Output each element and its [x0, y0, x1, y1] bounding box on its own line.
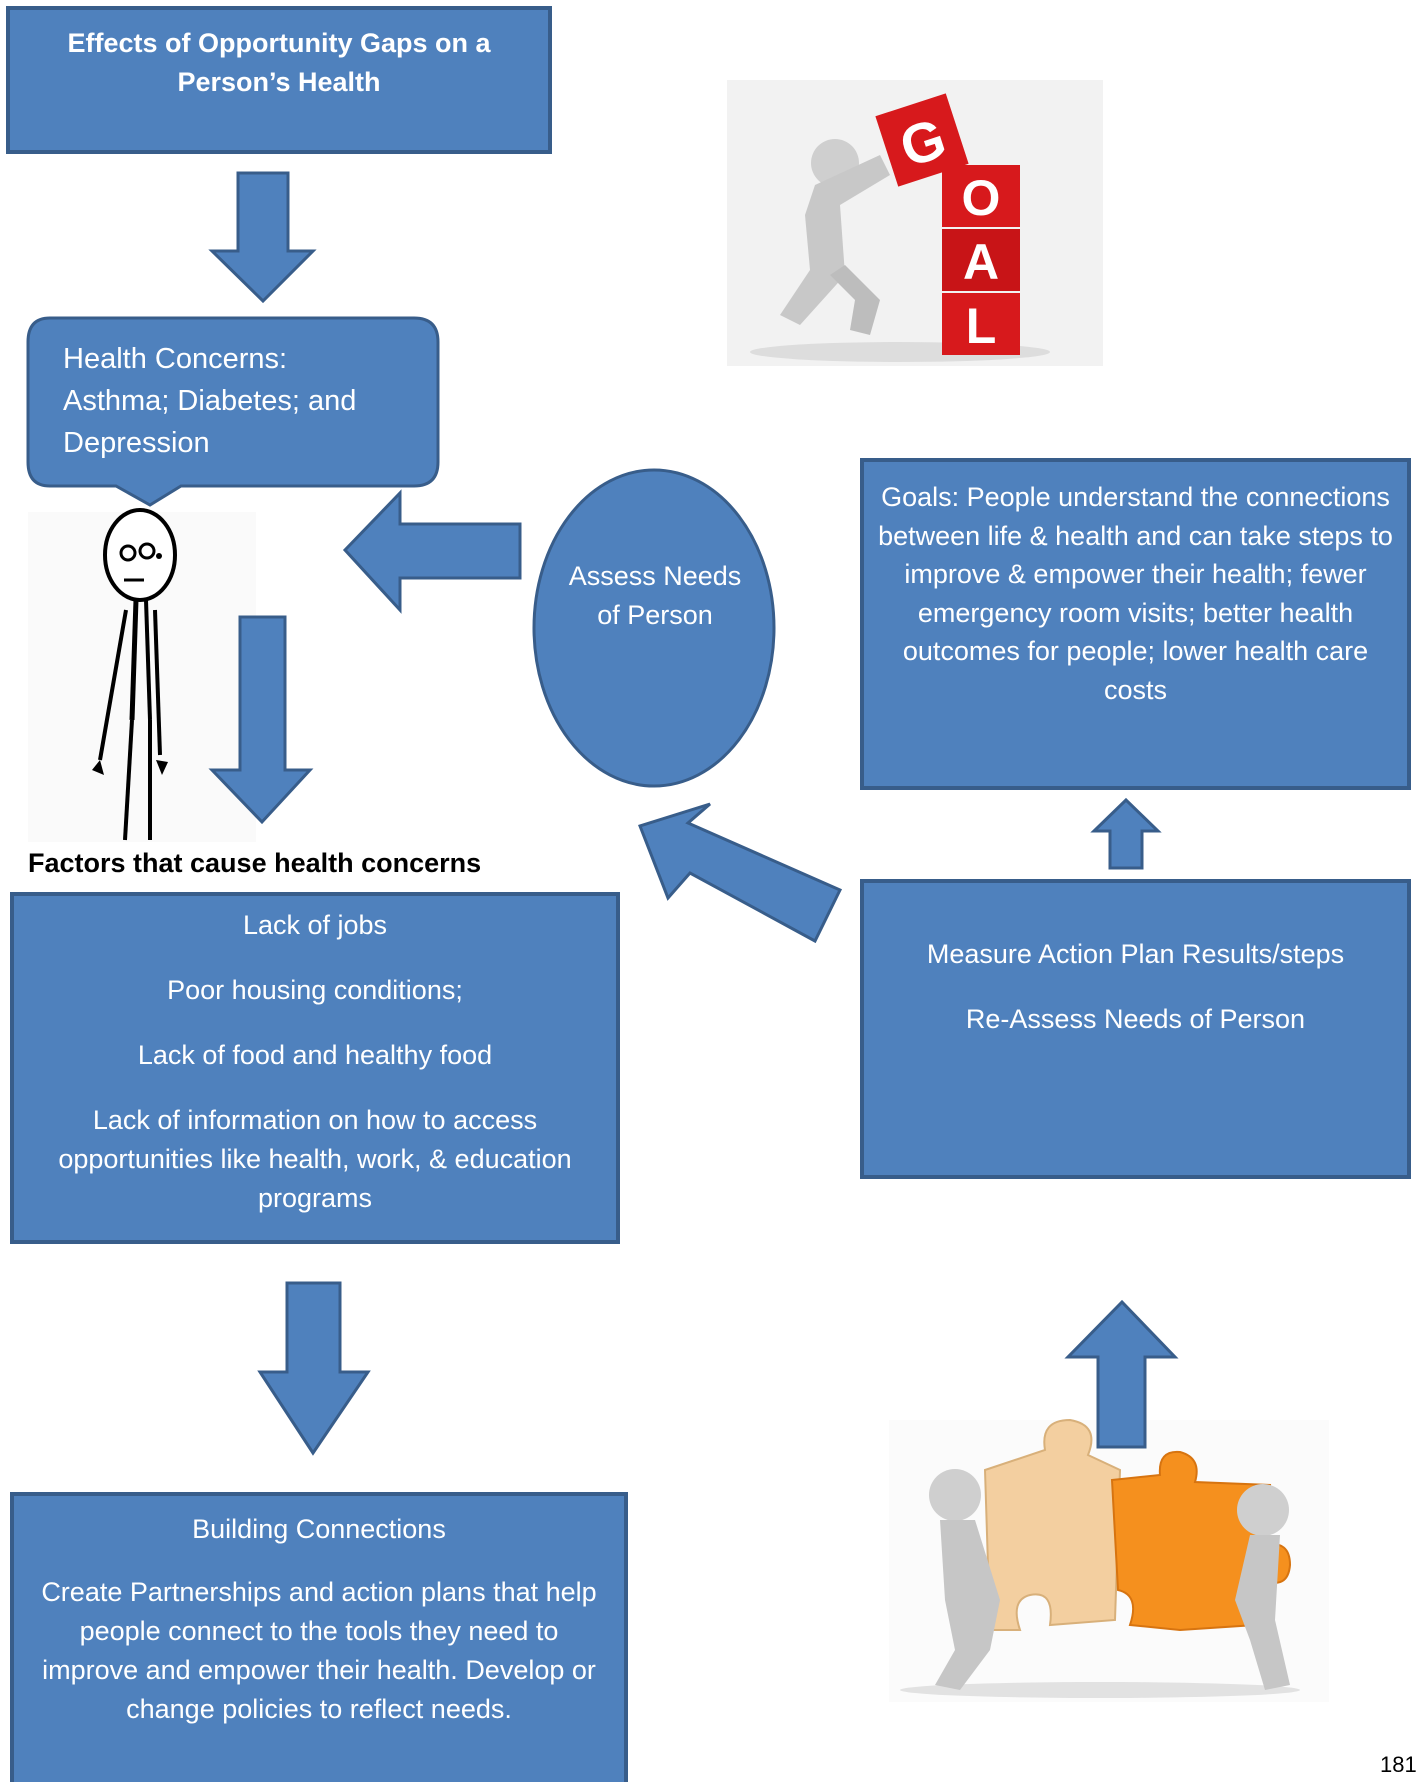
diagram-title: Effects of Opportunity Gaps on a Person’… [67, 28, 491, 97]
stick-figure-icon [28, 508, 256, 842]
arrow-diagonal [638, 802, 843, 944]
measure-box: Measure Action Plan Results/steps Re-Ass… [860, 879, 1411, 1179]
goal-cubes-image [727, 80, 1103, 366]
arrow-down-1 [208, 171, 317, 304]
health-concerns-line-3: Depression [63, 427, 210, 459]
health-concerns-line-2: Asthma; Diabetes; and [63, 385, 356, 417]
factors-heading: Factors that cause health concerns [28, 848, 482, 878]
factor-item: Lack of jobs [242, 910, 388, 940]
factor-item: Lack of information on how to access opp… [58, 1105, 572, 1213]
health-concerns-line-1: Health Concerns: [63, 343, 287, 375]
arrow-up-small [1090, 797, 1162, 870]
assess-ellipse [532, 468, 776, 788]
building-connections-body: Create Partnerships and action plans tha… [41, 1577, 597, 1724]
goal-letter-a: A [963, 234, 999, 290]
arrow-down-3 [257, 1281, 371, 1456]
health-concerns-bubble [26, 316, 440, 507]
measure-line: Measure Action Plan Results/steps [926, 939, 1345, 969]
building-connections-heading: Building Connections [192, 1514, 446, 1544]
page-number: 181 [1380, 1752, 1417, 1777]
title-box: Effects of Opportunity Gaps on a Person’… [6, 6, 552, 154]
arrow-up-large [1064, 1299, 1179, 1449]
reassess-line: Re-Assess Needs of Person [965, 1004, 1306, 1034]
goal-letter-o: O [962, 170, 1001, 226]
factor-item: Lack of food and healthy food [137, 1040, 493, 1070]
arrow-left-1 [342, 489, 522, 614]
building-connections-box: Building Connections Create Partnerships… [10, 1492, 628, 1782]
factor-item: Poor housing conditions; [167, 975, 463, 1005]
factors-box: Lack of jobs Poor housing conditions; La… [10, 892, 620, 1244]
goals-box: Goals: People understand the connections… [860, 458, 1411, 790]
puzzle-people-image [889, 1418, 1329, 1702]
arrow-down-2 [208, 615, 314, 825]
assess-label: Assess Needs of Person [568, 561, 742, 630]
goal-letter-l: L [966, 298, 997, 354]
goals-text: Goals: People understand the connections… [878, 482, 1393, 705]
